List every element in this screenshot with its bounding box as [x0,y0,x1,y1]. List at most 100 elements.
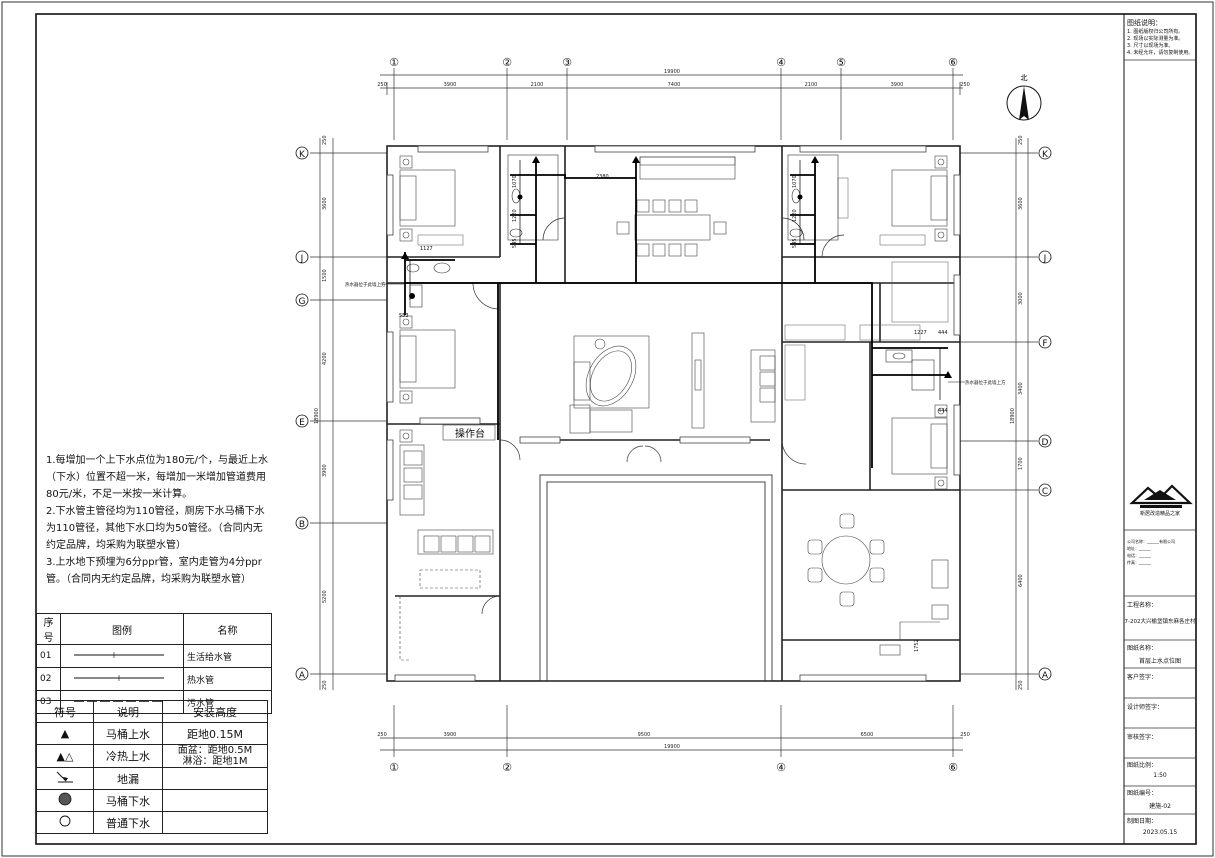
axis-top-1: ① [389,56,399,69]
tb-project-label: 工程名称： [1127,602,1158,609]
dim-bottom-total: 19900 [664,744,680,750]
dim-right-7: 250 [1018,680,1024,690]
dim-left-5: 3900 [322,464,328,477]
water-pipes [404,160,948,468]
furniture-beds [399,155,948,490]
dim-bottom-2: 3900 [444,732,457,738]
tb-note-3: 3. 尺寸以现场为准。 [1127,43,1174,49]
right-dimension-chain [960,138,1038,690]
north-label: 北 [1021,74,1028,82]
dim-top-7: 250 [960,82,970,88]
furniture-dining-room [807,513,949,656]
north-arrow: 北 [1006,74,1042,121]
symbol-legend-table: 符号 说明 安装高度 ▲ 马桶上水 距地0.15M ▲△ 冷热上水 面盆：距地0… [36,700,268,834]
symbol-desc: 马桶上水 [93,722,163,745]
pipe-dim-13: 1752 [914,639,920,652]
tb-date-label: 制图日期： [1127,818,1158,825]
pipe-dim-7: 1220 [792,209,798,222]
room-label-counter: 操作台 [455,427,485,440]
toilet-supply-symbol: ▲ [36,722,94,745]
symbol-height: 距地0.15M [162,722,268,745]
note-2: 2.下水管主管径均为110管径，厕房下水马桶下水为110管径，其他下水口均为50… [46,506,265,551]
dim-bottom-1: 250 [377,732,387,738]
note-3: 3.上水地下预埋为6分ppr管，室内走管为4分ppr管。（合同内无约定品牌，均采… [46,557,262,585]
axis-right-c: C [1042,487,1048,497]
symbol-row: ▲ 马桶上水 距地0.15M [36,722,268,745]
normal-drain-symbol [36,811,94,834]
axis-left-a: A [299,671,306,681]
dim-left-4: 4200 [322,352,328,365]
dim-right-1: 250 [1018,135,1024,145]
right-dimension-labels: 250 3600 3000 3400 1700 6400 250 18900 [1010,135,1024,690]
left-dimension-labels: 250 3600 1500 4200 3900 5200 250 18900 [314,135,328,690]
water-points [401,156,952,378]
axis-bottom-6: ⑥ [948,761,958,774]
symbol-row: 地漏 [36,767,268,790]
axis-left-b: B [299,520,305,530]
axis-left-e: E [299,418,305,428]
pipe-dim-11: 444 [938,330,948,336]
legend-row: 02 热水管 [36,667,272,691]
symbol-height [162,767,268,790]
legend-row: 01 生活给水管 [36,644,272,668]
legend-row-name: 生活给水管 [183,644,272,668]
title-block: 图纸说明： 1. 图纸版权归公司所有。 2. 现场以实际测量为准。 3. 尺寸以… [1124,14,1196,844]
bottom-dimension-labels: 250 3900 9500 6500 250 19900 [377,732,970,750]
tb-project-value: 7-202大兴榆垡镇东麻各庄村 [1124,619,1196,625]
left-axis-bubbles: K J G E B A [295,146,309,681]
axis-bottom-2: ② [502,761,512,774]
symbol-desc: 普通下水 [93,811,163,834]
dim-bottom-5: 250 [960,732,970,738]
symbol-row: ▲△ 冷热上水 面盆：距地0.5M 淋浴：距地1M [36,744,268,768]
dim-left-2: 3600 [322,197,328,210]
axis-top-6: ⑥ [948,56,958,69]
furniture-living-room [569,332,776,434]
tb-date-value: 2023.05.15 [1142,829,1178,836]
top-axis-bubbles: ① ② ③ ④ ⑤ ⑥ [389,56,958,69]
tb-client-label: 客户签字： [1127,674,1158,681]
legend-row-no: 02 [36,667,61,691]
dim-left-total: 18900 [314,408,320,424]
symbol-height [162,811,268,834]
dim-left-6: 5200 [322,590,328,603]
dim-top-6: 3900 [891,82,904,88]
pipe-notes: 热水器位于此墙上方 热水器位于此墙上方 [345,281,1006,386]
axis-right-d: D [1042,438,1049,448]
tb-company-line-1: 公司名称：______有限公司 [1127,539,1175,544]
tb-note-4: 4. 未经允许，请勿复制使用。 [1127,50,1194,56]
tb-company-caption: 新居改造精品之家 [1139,511,1180,517]
tb-company-line-2: 地址：______ [1127,546,1151,551]
pipe-dim-6: 1070 [792,175,798,188]
tb-note-1: 1. 图纸版权归公司所有。 [1127,29,1184,35]
pipe-dim-4: 1220 [512,209,518,222]
bottom-dimension-chain [380,705,963,757]
pipe-dim-2: 2380 [596,174,609,180]
dim-right-total: 18900 [1010,408,1016,424]
top-dimension-chain [380,68,963,140]
water-pipes-thin [409,160,941,400]
legend-row-name: 热水管 [183,667,272,691]
axis-bottom-4: ④ [776,761,786,774]
symbol-desc: 冷热上水 [93,744,163,768]
dim-right-2: 3600 [1018,197,1024,210]
legend-header-symbol: 图例 [60,613,184,645]
furniture-family-room [399,444,494,661]
tb-drawing-label: 图纸名称： [1127,645,1158,652]
dim-right-3: 3000 [1018,292,1024,305]
axis-top-4: ④ [776,56,786,69]
pipe-dim-10: 1227 [914,330,927,336]
dim-top-3: 2100 [531,82,544,88]
right-axis-bubbles: K J F D C A [1038,146,1052,681]
dim-left-3: 1500 [322,269,328,282]
dim-top-2: 3900 [444,82,457,88]
dim-top-5: 2100 [805,82,818,88]
axis-right-k: K [1042,150,1049,160]
axis-bottom-1: ① [389,761,399,774]
pipe-dim-1: 1127 [420,246,433,252]
dim-left-1: 250 [322,135,328,145]
axis-top-5: ⑤ [836,56,846,69]
tb-scale-value: 1:50 [1153,772,1167,779]
pipe-note-right: 热水器位于此墙上方 [965,379,1006,386]
tb-company-line-3: 电话：______ [1127,553,1151,558]
toilet-drain-symbol [36,789,94,812]
